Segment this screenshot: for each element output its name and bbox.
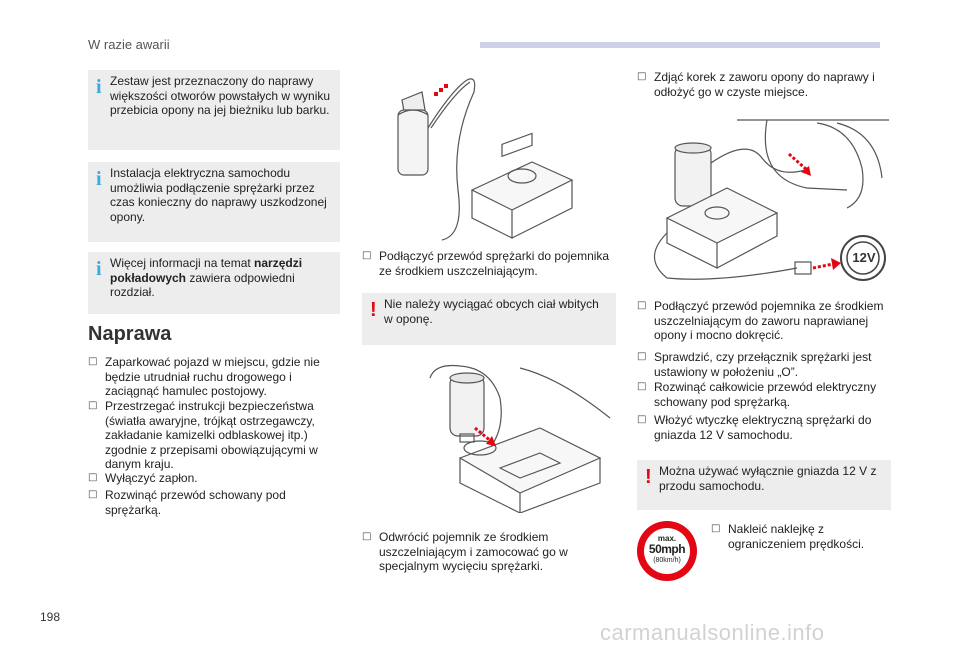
checkbox-icon: □	[362, 531, 372, 542]
warning-box-foreign-objects: ! Nie należy wyciągać obcych ciał wbityc…	[362, 293, 616, 345]
socket-label: 12V	[852, 250, 876, 265]
checkbox-icon: □	[88, 356, 98, 367]
info-box-electrical: i Instalacja elektryczna samochodu umożl…	[88, 162, 340, 242]
tyre-connection-illustration	[653, 119, 889, 281]
tools-link-text: narzędzi pokładowych	[110, 256, 303, 285]
info-box-text: Instalacja elektryczna samochodu umożliw…	[110, 166, 327, 224]
info-box-text: Więcej informacji na temat narzędzi pokł…	[110, 256, 303, 299]
warning-text: Można używać wyłącznie gniazda 12 V z pr…	[659, 464, 877, 493]
checkbox-icon: □	[88, 489, 98, 500]
checkbox-icon: □	[362, 250, 372, 261]
watermark: carmanualsonline.info	[600, 620, 825, 645]
info-icon: i	[96, 168, 102, 190]
info-box-kit: i Zestaw jest przeznaczony do naprawy wi…	[88, 70, 340, 150]
warning-icon: !	[370, 299, 377, 321]
checkbox-icon: □	[637, 71, 647, 82]
checkbox-icon: □	[711, 523, 721, 534]
header-bar	[480, 42, 880, 48]
warning-text: Nie należy wyciągać obcych ciał wbitych …	[384, 297, 599, 326]
bottle-insert-illustration	[429, 364, 611, 513]
header-title: W razie awarii	[88, 37, 170, 52]
warning-icon: !	[645, 466, 652, 488]
sticker-max: max.	[657, 534, 677, 543]
speed-limit-sticker: max. 50mph (80km/h)	[637, 521, 697, 581]
checkbox-icon: □	[88, 400, 98, 411]
checkbox-icon: □	[637, 381, 647, 392]
compressor-bottle-illustration	[397, 78, 574, 241]
section-title: Naprawa	[88, 323, 172, 345]
info-box-tools: i Więcej informacji na temat narzędzi po…	[88, 252, 340, 314]
info-icon: i	[96, 76, 102, 98]
info-box-text: Zestaw jest przeznaczony do naprawy więk…	[110, 74, 331, 117]
sticker-speed: 50mph	[648, 542, 686, 556]
warning-box-socket: ! Można używać wyłącznie gniazda 12 V z …	[637, 460, 891, 510]
sticker-kmh: (80km/h)	[653, 557, 681, 564]
checkbox-icon: □	[88, 472, 98, 483]
checkbox-icon: □	[637, 300, 647, 311]
page-number: 198	[40, 610, 61, 624]
info-icon: i	[96, 258, 102, 280]
checkbox-icon: □	[637, 351, 647, 362]
checkbox-icon: □	[637, 414, 647, 425]
